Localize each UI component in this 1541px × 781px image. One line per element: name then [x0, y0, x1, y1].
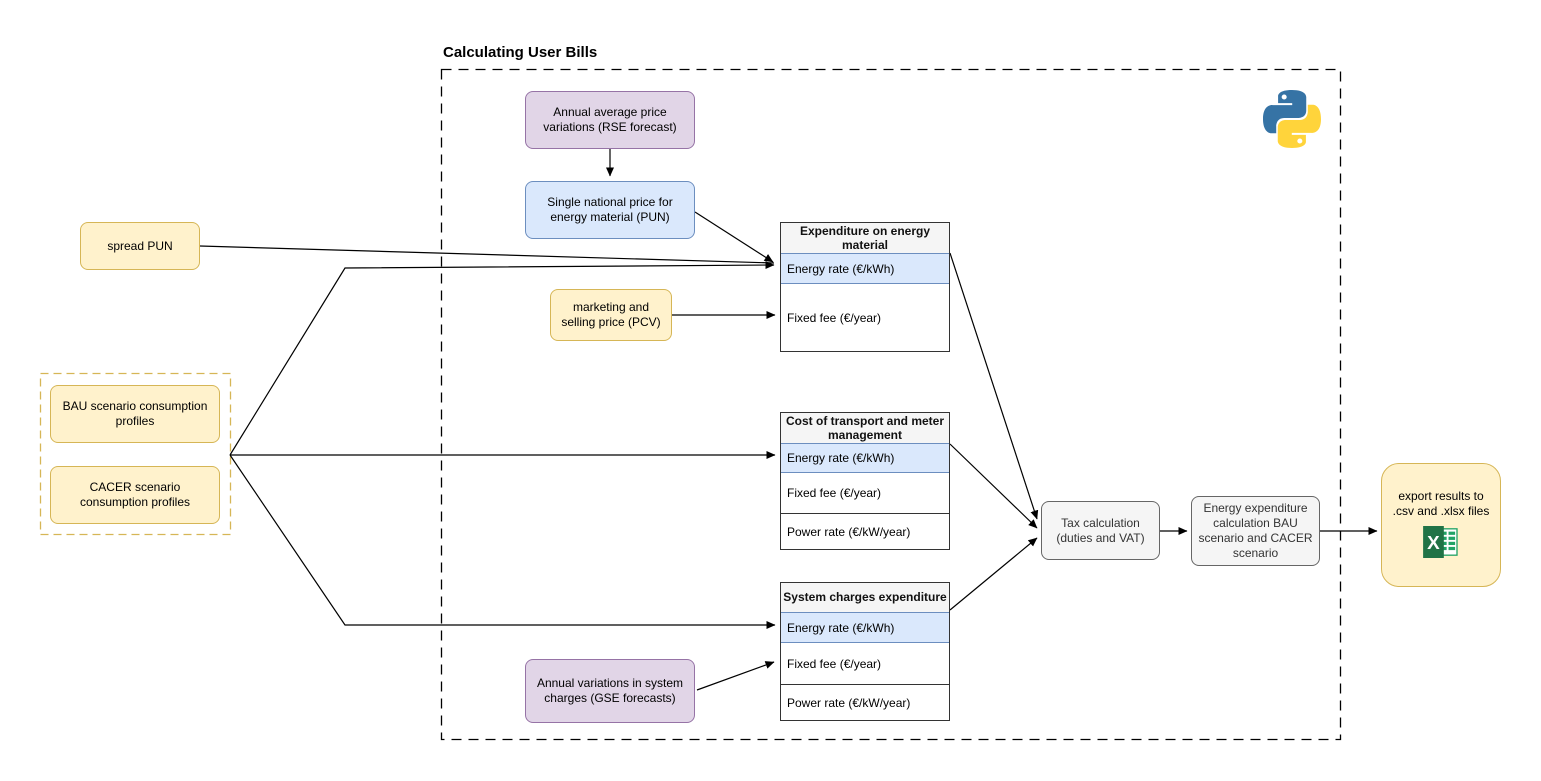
- node-label: export results to .csv and .xlsx files: [1392, 488, 1490, 518]
- table-header: Cost of transport and meter management: [781, 413, 949, 443]
- edge-spreadpun-to-energy-rate-1: [199, 245, 775, 264]
- node-label: Annual variations in system charges (GSE…: [536, 676, 684, 705]
- table-header: Expenditure on energy material: [781, 223, 949, 253]
- consumption-profiles-frame: [39, 372, 232, 536]
- edge-profiles-to-energy-rate-1: [229, 261, 775, 456]
- excel-icon: X: [1423, 525, 1459, 562]
- node-marketing-selling-price-pcv: marketing and selling price (PCV): [550, 289, 672, 341]
- edge-table2-to-tax: [949, 443, 1038, 529]
- edge-pun-to-energy-rate-1: [694, 211, 774, 263]
- node-label: marketing and selling price (PCV): [561, 300, 661, 329]
- edge-profiles-to-energy-rate-3: [229, 454, 776, 629]
- node-cacer-consumption-profiles: CACER scenario consumption profiles: [50, 466, 220, 524]
- table-row-fixed-fee: Fixed fee (€/year): [787, 486, 882, 500]
- node-label: Single national price for energy materia…: [547, 195, 673, 224]
- node-label: CACER scenario consumption profiles: [79, 480, 191, 509]
- node-annual-system-charges-gse: Annual variations in system charges (GSE…: [525, 659, 695, 723]
- node-energy-expenditure-calculation: Energy expenditure calculation BAU scena…: [1191, 496, 1320, 566]
- node-label: Annual average price variations (RSE for…: [543, 105, 677, 134]
- python-icon: [1263, 90, 1321, 153]
- svg-text:X: X: [1427, 532, 1440, 553]
- node-single-national-price-pun: Single national price for energy materia…: [525, 181, 695, 239]
- table-row-energy-rate: Energy rate (€/kWh): [781, 443, 949, 473]
- table-system-charges: System charges expenditure Energy rate (…: [780, 582, 950, 721]
- table-expenditure-energy: Expenditure on energy material Energy ra…: [780, 222, 950, 352]
- diagram-title: Calculating User Bills: [443, 44, 598, 61]
- table-row-fixed-fee: Fixed fee (€/year): [787, 656, 882, 671]
- node-label: Energy expenditure calculation BAU scena…: [1198, 501, 1313, 560]
- table-row-energy-rate: Energy rate (€/kWh): [781, 253, 949, 284]
- table-transport-meter: Cost of transport and meter management E…: [780, 412, 950, 550]
- table-row-power-rate: Power rate (€/kW/year): [781, 684, 949, 720]
- table-row-power-rate: Power rate (€/kW/year): [781, 513, 949, 549]
- node-bau-consumption-profiles: BAU scenario consumption profiles: [50, 385, 220, 443]
- node-spread-pun: spread PUN: [80, 222, 200, 270]
- edge-table3-to-tax: [949, 537, 1038, 611]
- node-label: BAU scenario consumption profiles: [62, 399, 208, 428]
- node-export-results: export results to .csv and .xlsx files X: [1381, 463, 1501, 587]
- table-header: System charges expenditure: [781, 583, 949, 612]
- node-label: Tax calculation (duties and VAT): [1056, 515, 1145, 545]
- edge-gse-to-fixed-fee-3: [696, 661, 775, 691]
- table-row-energy-rate: Energy rate (€/kWh): [781, 612, 949, 643]
- table-row-fixed-fee: Fixed fee (€/year): [787, 310, 882, 325]
- edge-table1-to-tax: [949, 252, 1039, 520]
- node-label: spread PUN: [107, 238, 173, 253]
- node-tax-calculation: Tax calculation (duties and VAT): [1041, 501, 1160, 560]
- node-annual-price-variations: Annual average price variations (RSE for…: [525, 91, 695, 149]
- main-group-frame: [440, 68, 1342, 741]
